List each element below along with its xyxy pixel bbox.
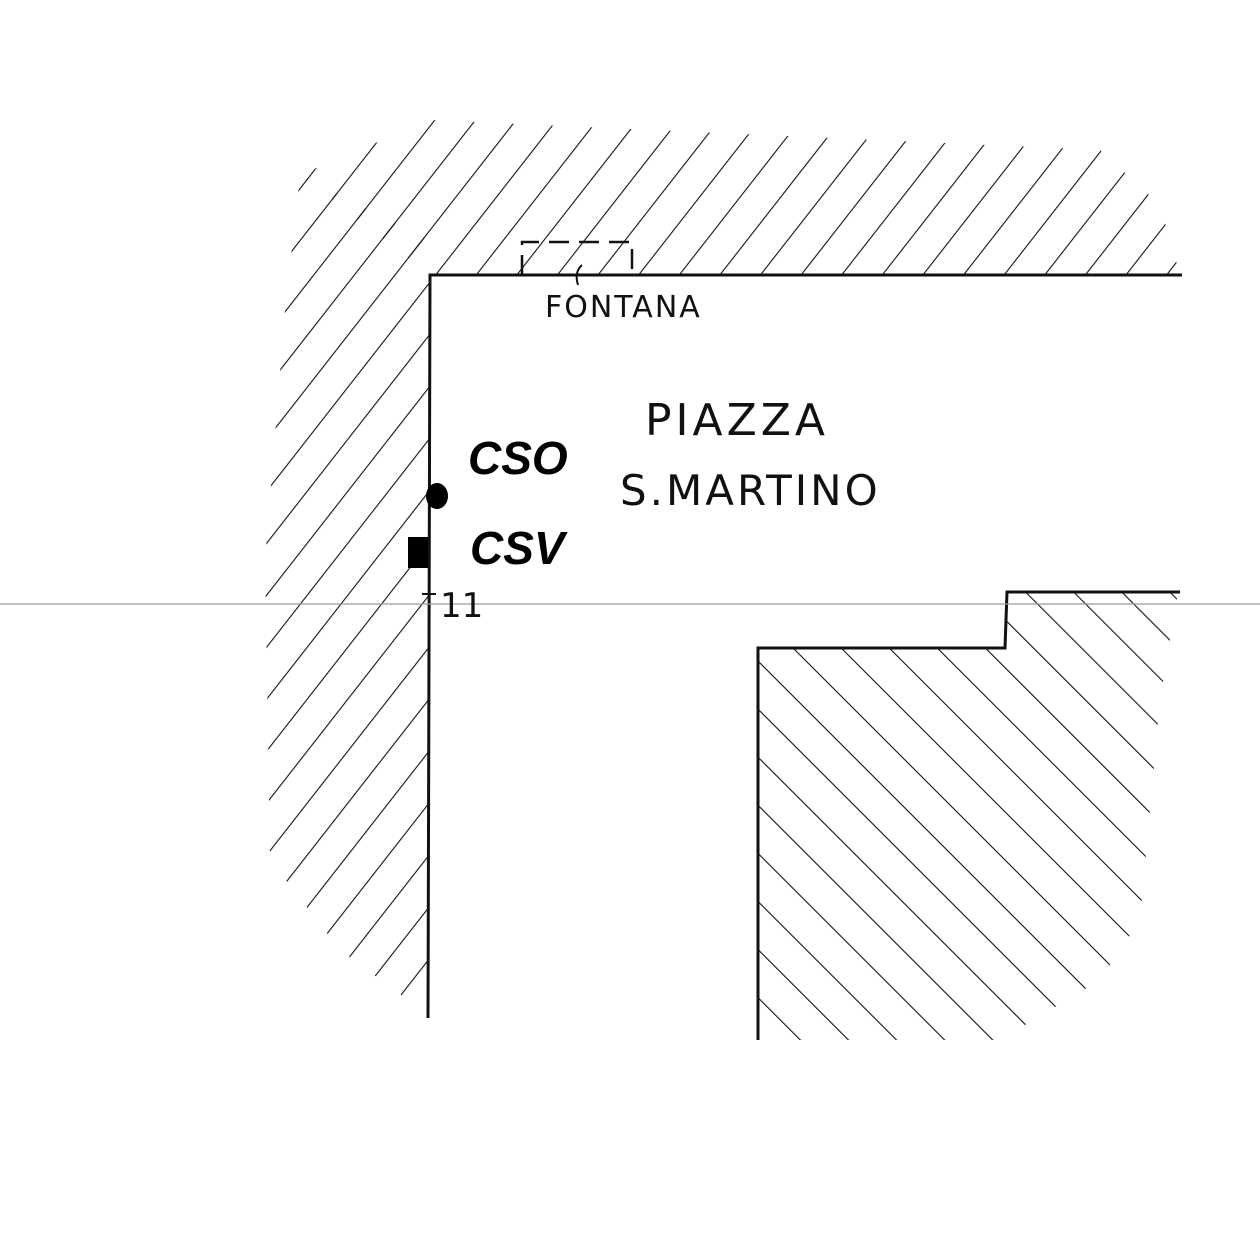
building-right-hatch <box>758 592 1178 1040</box>
building-top-hatch <box>300 120 1180 275</box>
number-label: 11 <box>440 586 483 626</box>
square-name-line2: S.MARTINO <box>620 466 881 515</box>
building-left-hatch <box>265 175 430 1015</box>
piazza-edge-right-block <box>756 590 1180 1040</box>
csv-label: CSV <box>470 522 568 574</box>
dot-marker-icon <box>426 483 448 509</box>
cso-label: CSO <box>468 432 568 484</box>
fountain-label: FONTANA <box>545 290 702 325</box>
fountain-tick <box>575 264 583 286</box>
square-marker-icon <box>408 537 428 568</box>
piazza-edge-top-left <box>426 273 1182 1019</box>
fountain-outline <box>520 240 634 275</box>
square-name-line1: PIAZZA <box>645 395 829 446</box>
